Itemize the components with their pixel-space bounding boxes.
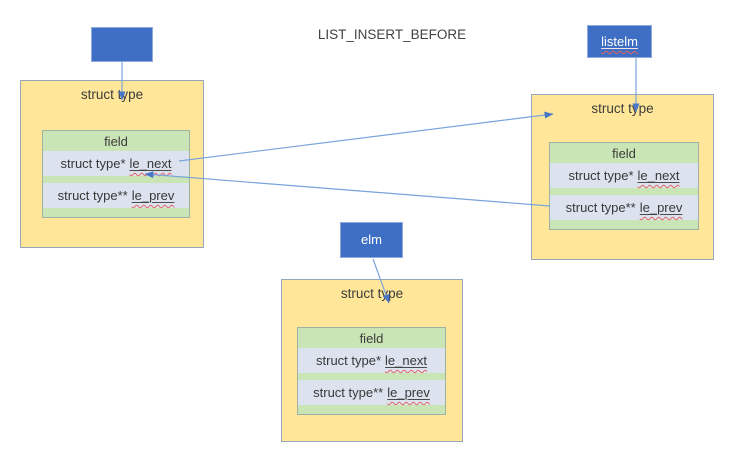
row-type: struct type** (313, 385, 384, 400)
row-type: struct type* (60, 156, 126, 171)
struct-node-left: struct type field struct type* le_next st… (20, 80, 204, 248)
field-row-le-next: struct type* le_next (550, 163, 698, 188)
node-title: struct type (340, 286, 404, 301)
row-name-wavy: le_next (130, 156, 172, 171)
field-row-le-prev: struct type**le_prev (298, 380, 445, 405)
row-name-le-next: le_next (637, 168, 680, 183)
field-box: field struct type* le_next struct type** l… (42, 130, 190, 218)
arrow-le-next-to-right-node (178, 111, 554, 162)
row-type: struct type* (316, 353, 382, 368)
diagram-title: LIST_INSERT_BEFORE (317, 27, 467, 42)
pointer-box-listelm: listelm (587, 25, 652, 58)
pointer-label-wavy-underline: listelm (601, 34, 638, 49)
row-type: struct type* (568, 168, 634, 183)
node-title: struct type (591, 101, 654, 116)
row-type: struct type** (57, 188, 128, 203)
pointer-label-elm: elm (361, 232, 382, 247)
pointer-box-unlabeled (91, 27, 153, 62)
row-name-wavy: le_prev (132, 188, 175, 203)
field-label: field (612, 146, 636, 161)
field-row-le-next: struct type* le_next (43, 151, 189, 176)
row-name-le-prev: le_prev (387, 385, 430, 400)
field-label: field (359, 331, 384, 346)
row-type: struct type** (565, 200, 636, 215)
struct-node-middle: struct type field struct type*le_next st… (281, 279, 463, 442)
node-title: struct type (80, 87, 144, 102)
field-row-le-prev: struct type** le_prev (550, 195, 698, 220)
field-row-le-prev: struct type** le_prev (43, 183, 189, 208)
row-name-wavy: le_prev (387, 385, 430, 400)
row-name-wavy: le_next (385, 353, 427, 368)
field-box: field struct type* le_next struct type** l… (549, 142, 699, 230)
row-name-wavy: le_prev (640, 200, 683, 215)
row-name-le-prev: le_prev (639, 200, 683, 215)
row-name-le-prev: le_prev (131, 188, 175, 203)
row-name-wavy: le_next (638, 168, 680, 183)
arrow-right-le-prev-to-le-next (144, 171, 551, 207)
field-label: field (104, 134, 128, 149)
pointer-box-elm: elm (340, 222, 403, 258)
pointer-label-listelm: listelm (601, 34, 638, 49)
struct-node-right: struct type field struct type* le_next st… (531, 94, 714, 260)
field-box: field struct type*le_next struct type**l… (297, 327, 446, 415)
row-name-le-next: le_next (129, 156, 172, 171)
row-name-le-next: le_next (385, 353, 427, 368)
field-row-le-next: struct type*le_next (298, 348, 445, 373)
